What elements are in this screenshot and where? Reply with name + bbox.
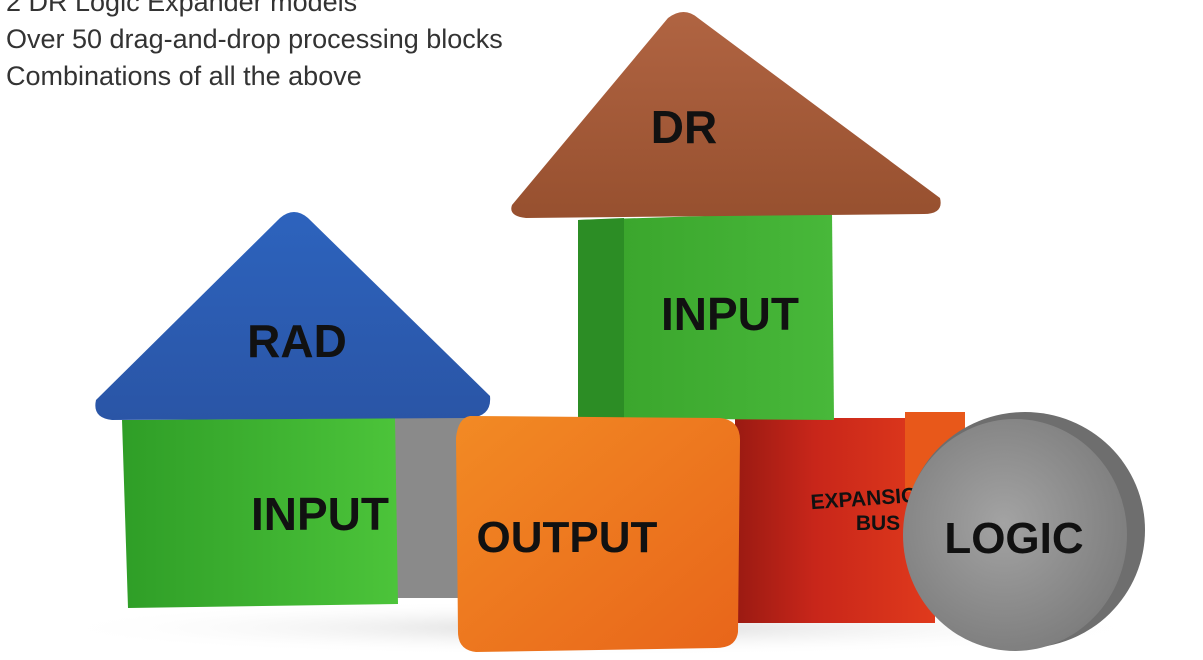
dr-roof: DR xyxy=(511,12,941,218)
feature-list: 2 DR Logic Expander models Over 50 drag-… xyxy=(6,0,503,95)
logic-label: LOGIC xyxy=(944,514,1083,563)
input-cube-left: INPUT xyxy=(122,418,398,608)
feature-item: Combinations of all the above xyxy=(6,61,362,91)
input-cube-top: INPUT xyxy=(578,212,834,420)
input-top-label: INPUT xyxy=(661,288,799,340)
expansion-bus-label-line2: BUS xyxy=(856,512,900,535)
expansion-bus-block: EXPANSION BUS xyxy=(735,412,965,623)
feature-item: 2 DR Logic Expander models xyxy=(6,0,358,17)
rad-roof: RAD xyxy=(95,212,491,420)
feature-item: Over 50 drag-and-drop processing blocks xyxy=(6,24,503,54)
output-cube: OUTPUT xyxy=(456,416,740,652)
logic-cylinder: LOGIC xyxy=(903,412,1145,651)
rad-label: RAD xyxy=(247,315,347,367)
dr-label: DR xyxy=(651,101,717,153)
output-label: OUTPUT xyxy=(477,513,658,562)
input-left-label: INPUT xyxy=(251,488,389,540)
